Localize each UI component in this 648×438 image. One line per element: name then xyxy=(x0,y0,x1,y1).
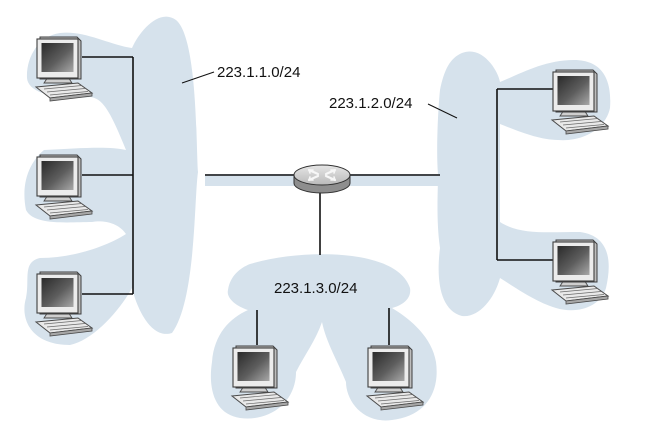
subnet-label-bottom: 223.1.3.0/24 xyxy=(274,280,357,297)
subnet-label-right: 223.1.2.0/24 xyxy=(329,95,412,112)
link-lines xyxy=(82,56,556,345)
label-leader-left xyxy=(181,71,215,84)
subnet-label-left: 223.1.1.0/24 xyxy=(217,64,300,81)
label-leader-right xyxy=(427,103,458,119)
subnet-region-left xyxy=(24,16,198,346)
router-icon xyxy=(293,164,351,194)
